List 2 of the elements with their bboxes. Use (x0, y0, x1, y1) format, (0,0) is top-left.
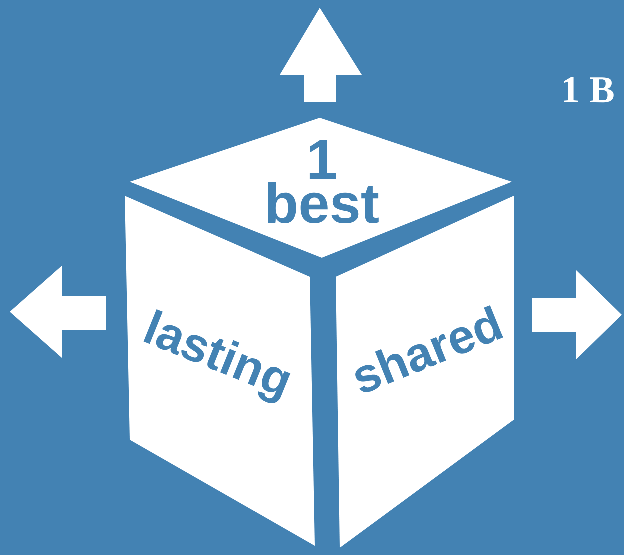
cube-face: 1 best (130, 118, 512, 258)
corner-label: 1 B (564, 77, 614, 103)
